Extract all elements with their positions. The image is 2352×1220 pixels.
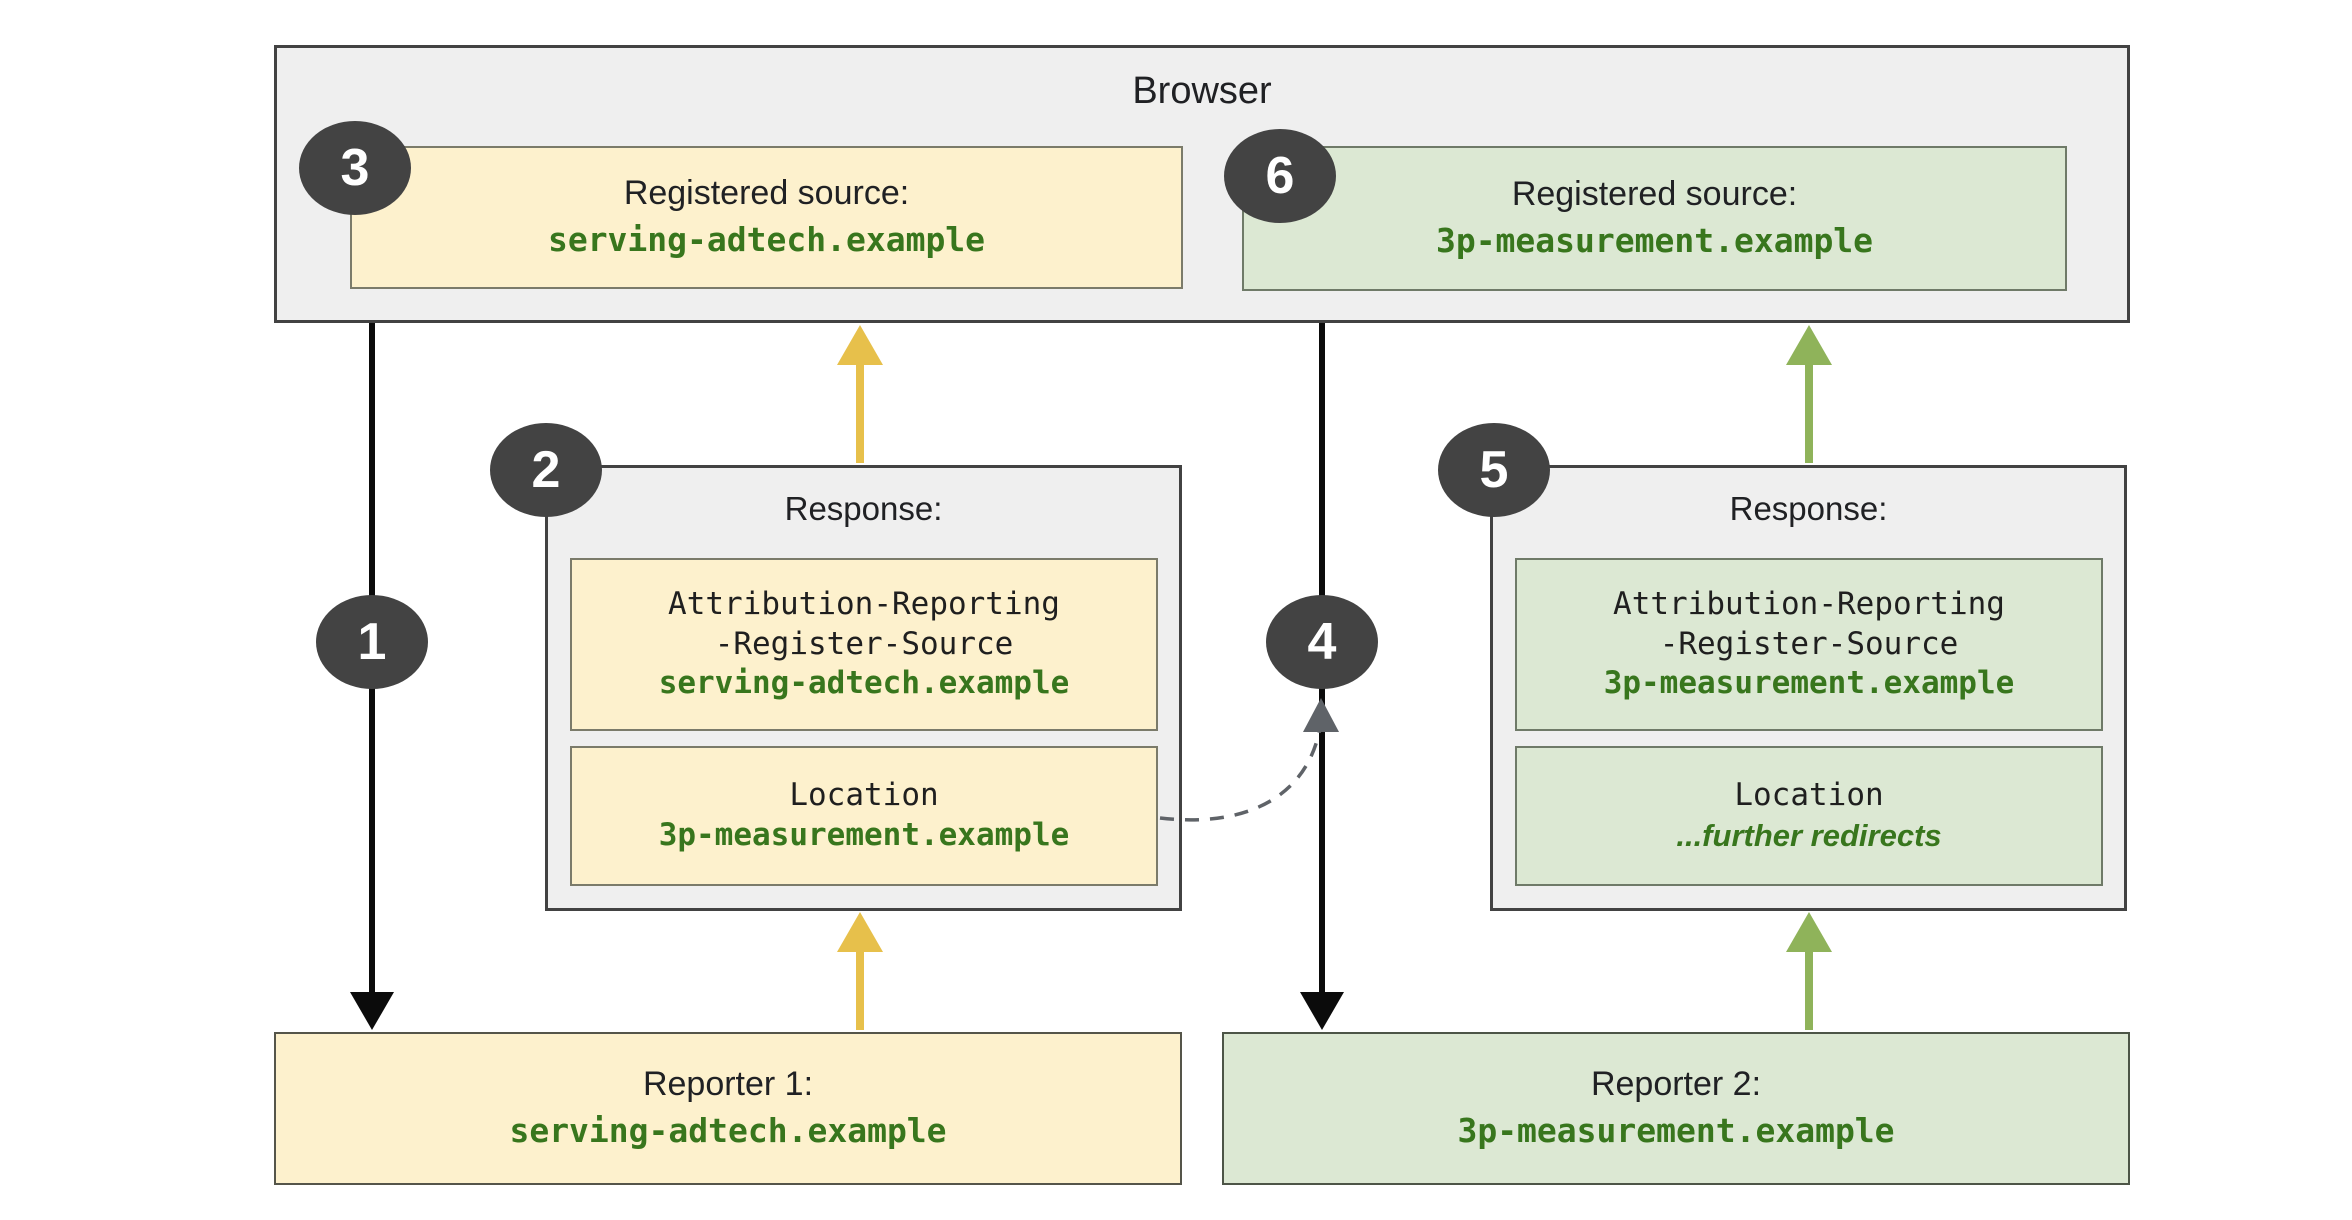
registered-source-1-domain: serving-adtech.example	[547, 220, 986, 260]
arrow-reporter1-to-response1	[837, 912, 883, 1030]
response-1-register-source-box: Attribution-Reporting -Register-Source s…	[570, 558, 1158, 731]
response-1-location-value: 3p-measurement.example	[658, 817, 1070, 853]
response-1-header-domain: serving-adtech.example	[658, 665, 1070, 702]
response-2-header-domain: 3p-measurement.example	[1603, 665, 2015, 702]
response-2-header-line2: -Register-Source	[1659, 625, 1959, 662]
response-1-location-label: Location	[789, 777, 939, 814]
registered-source-1-label: Registered source:	[623, 174, 910, 213]
browser-title: Browser	[1132, 70, 1272, 112]
response-1-title: Response:	[784, 490, 943, 527]
reporter-2-domain: 3p-measurement.example	[1457, 1111, 1895, 1151]
response-2-header-line1: Attribution-Reporting	[1613, 585, 2005, 622]
response-2-register-source-box: Attribution-Reporting -Register-Source 3…	[1515, 558, 2103, 731]
arrow-reporter2-to-response2	[1786, 912, 1832, 1030]
reporter-1-label: Reporter 1:	[642, 1065, 814, 1104]
step-badge-6: 6	[1224, 129, 1336, 223]
arrow-response1-to-browser	[837, 325, 883, 463]
response-2-title: Response:	[1729, 490, 1888, 527]
response-2-location-box: Location ...further redirects	[1515, 746, 2103, 886]
step-badge-3: 3	[299, 121, 411, 215]
reporter-2-box: Reporter 2: 3p-measurement.example	[1222, 1032, 2130, 1185]
response-1-header-line2: -Register-Source	[714, 625, 1014, 662]
arrow-response2-to-browser	[1786, 325, 1832, 463]
arrow-location-redirect-dashed	[1159, 698, 1339, 822]
response-1-header-line1: Attribution-Reporting	[668, 585, 1060, 622]
reporter-1-domain: serving-adtech.example	[509, 1111, 947, 1151]
registered-source-2-domain: 3p-measurement.example	[1435, 221, 1874, 261]
registered-source-1-box: Registered source: serving-adtech.exampl…	[350, 146, 1183, 289]
response-2-location-value: ...further redirects	[1676, 817, 1942, 853]
step-badge-2: 2	[490, 423, 602, 517]
reporter-2-label: Reporter 2:	[1590, 1065, 1762, 1104]
step-badge-4: 4	[1266, 595, 1378, 689]
reporter-1-box: Reporter 1: serving-adtech.example	[274, 1032, 1182, 1185]
response-1-location-box: Location 3p-measurement.example	[570, 746, 1158, 886]
registered-source-2-label: Registered source:	[1511, 175, 1798, 214]
step-badge-5: 5	[1438, 423, 1550, 517]
step-badge-1: 1	[316, 595, 428, 689]
registered-source-2-box: Registered source: 3p-measurement.exampl…	[1242, 146, 2067, 291]
response-2-location-label: Location	[1734, 777, 1884, 814]
